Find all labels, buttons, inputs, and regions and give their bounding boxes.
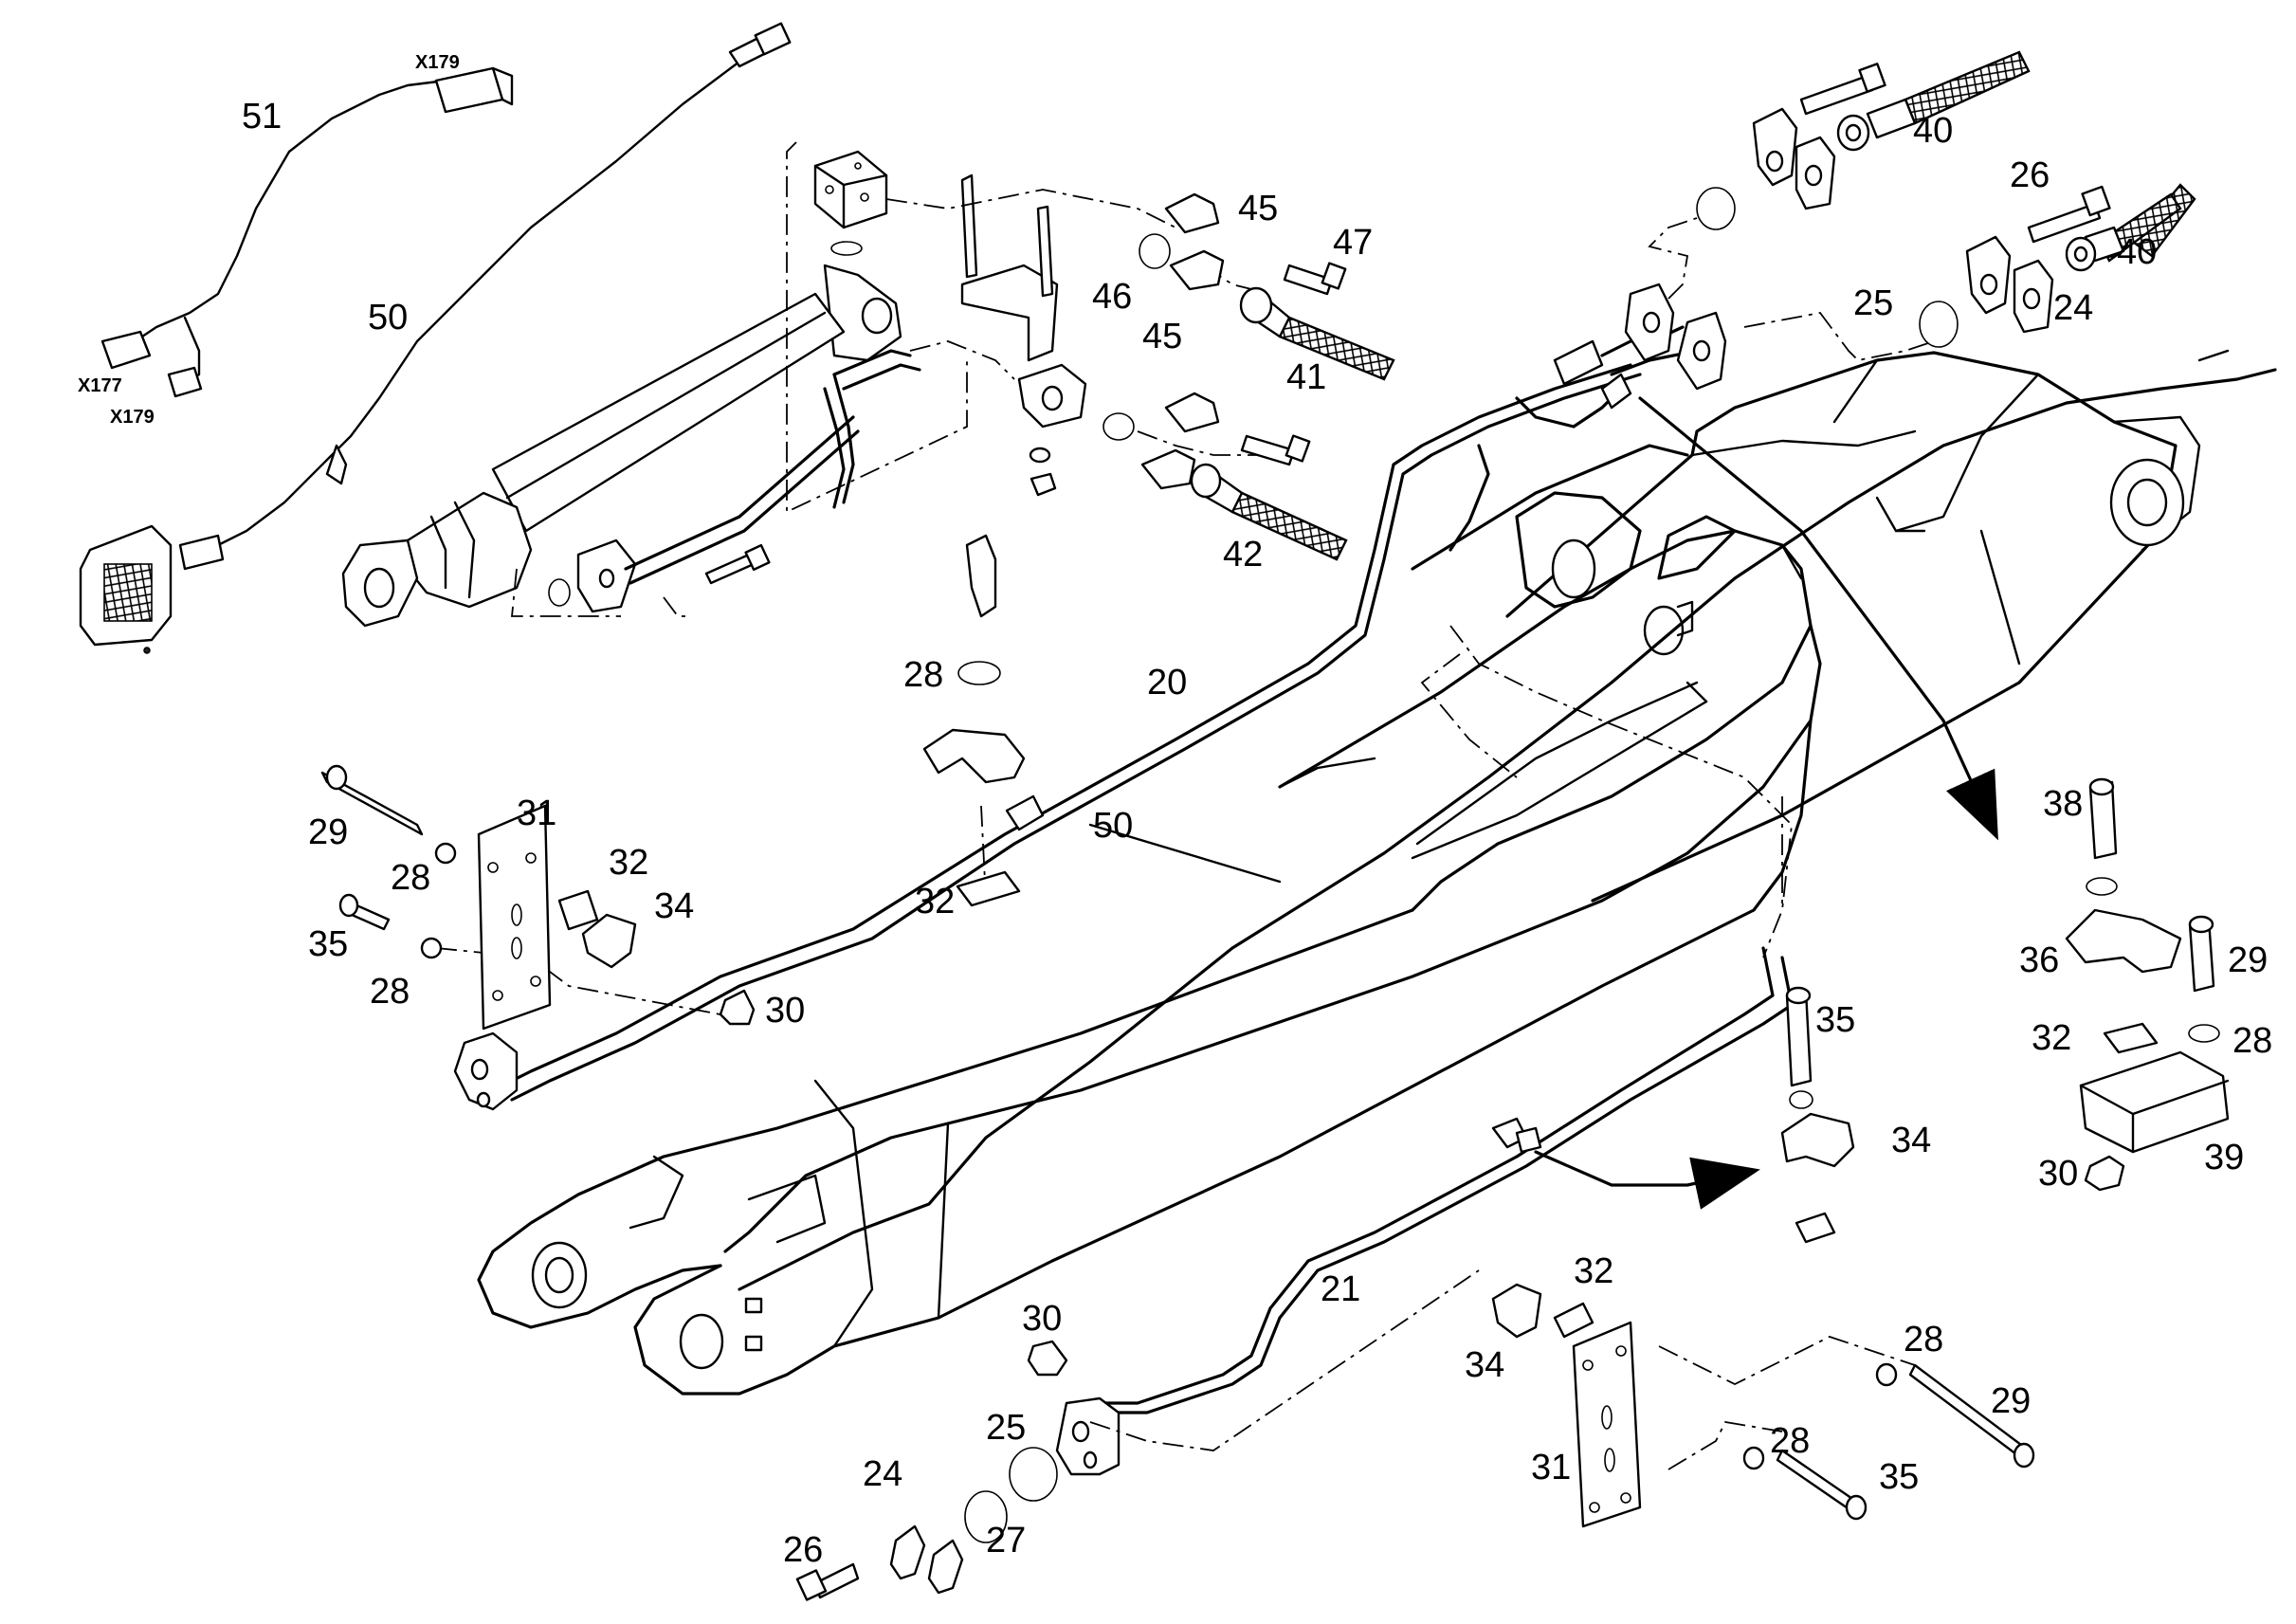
direction-arrows — [1088, 396, 1998, 1210]
callout-28-right: 28 — [2232, 1021, 2272, 1061]
callout-28-lower-right-upper: 28 — [1904, 1320, 1943, 1359]
callout-31-lower: 31 — [1531, 1448, 1571, 1487]
callout-26-lower: 26 — [783, 1530, 823, 1570]
callout-51: 51 — [242, 97, 282, 137]
callout-30-lower: 30 — [1022, 1299, 1062, 1339]
callout-numbers: 51 50 50 40 40 26 26 45 45 46 47 41 42 2… — [242, 97, 2272, 1570]
callout-30-left: 30 — [765, 991, 805, 1031]
connector-label-x177: X177 — [78, 375, 122, 396]
callout-40-lower: 40 — [2117, 232, 2157, 272]
valve-block — [813, 150, 1135, 497]
callout-29-right: 29 — [2228, 940, 2268, 980]
callout-47: 47 — [1333, 223, 1373, 263]
callout-35-lower: 35 — [1879, 1457, 1919, 1497]
connector-label-x179-top: X179 — [415, 52, 460, 73]
callout-21: 21 — [1321, 1269, 1360, 1309]
callout-34-left: 34 — [654, 886, 694, 926]
split-flanges — [795, 107, 2054, 1601]
wiring-harness — [79, 22, 792, 654]
callout-32-lower: 32 — [1574, 1251, 1613, 1291]
callout-25-lower: 25 — [986, 1408, 1026, 1448]
callout-35-left: 35 — [308, 924, 348, 964]
connector-label-x179-bottom: X179 — [110, 407, 155, 428]
callout-42: 42 — [1223, 535, 1263, 575]
callout-20: 20 — [1147, 663, 1187, 703]
callout-34-right: 34 — [1891, 1121, 1931, 1160]
callout-29-left: 29 — [308, 812, 348, 852]
callout-28-lower-right-lower: 28 — [1770, 1421, 1810, 1461]
callout-50-boom: 50 — [1093, 806, 1133, 846]
callout-28-upper-center: 28 — [903, 655, 943, 695]
boom-arm — [477, 349, 2277, 1396]
callout-39: 39 — [2204, 1138, 2244, 1177]
callout-30-right: 30 — [2038, 1154, 2078, 1194]
callout-45-lower: 45 — [1142, 317, 1182, 356]
hydraulic-cylinder — [341, 264, 921, 628]
hydraulic-line-21 — [1055, 946, 1794, 1476]
callout-40-upper: 40 — [1913, 111, 1953, 151]
callout-45-upper: 45 — [1238, 189, 1278, 228]
callout-36: 36 — [2019, 940, 2059, 980]
callout-27: 27 — [986, 1521, 1026, 1560]
callout-32-right: 32 — [2032, 1018, 2071, 1058]
connector-labels: X179 X177 X179 — [78, 52, 460, 428]
hoses — [1190, 50, 2196, 561]
hydraulic-line-20 — [453, 283, 1727, 1111]
callout-46: 46 — [1092, 277, 1132, 317]
callout-32-center: 32 — [915, 882, 955, 921]
callout-50-upper: 50 — [368, 298, 408, 338]
callout-24-lower: 24 — [863, 1454, 902, 1494]
callout-34-lower: 34 — [1465, 1345, 1504, 1385]
callout-24-upper: 24 — [2053, 288, 2093, 328]
callout-41: 41 — [1286, 357, 1326, 397]
callout-38: 38 — [2043, 784, 2083, 824]
callout-25-upper: 25 — [1853, 283, 1893, 323]
callout-29-lower-right: 29 — [1991, 1381, 2031, 1421]
callout-26-upper: 26 — [2010, 155, 2050, 195]
clamps-and-hardware — [320, 534, 2230, 1528]
callout-32-left: 32 — [609, 843, 648, 883]
callout-35-right: 35 — [1815, 1000, 1855, 1040]
callout-31-left: 31 — [517, 794, 556, 833]
callout-28-left-upper: 28 — [391, 858, 430, 898]
callout-28-left-lower: 28 — [370, 972, 410, 1012]
